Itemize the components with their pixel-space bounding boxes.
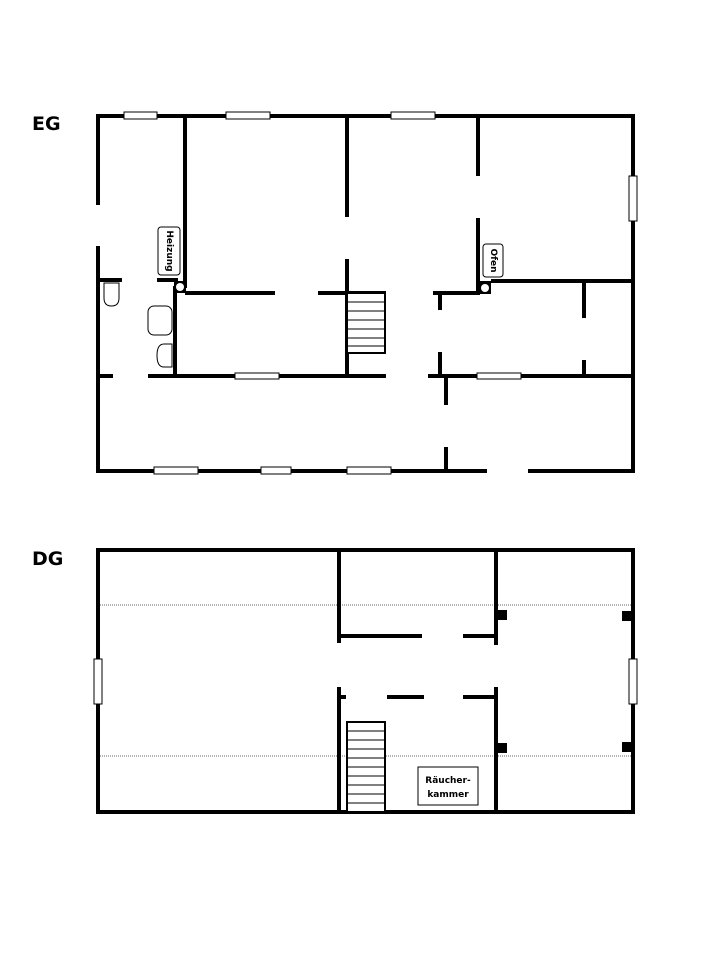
oven-label: Ofen xyxy=(488,248,498,272)
attic-floor-label: DG xyxy=(32,548,63,570)
sink-icon xyxy=(147,305,173,336)
smokehouse-label-line1: Räucher- xyxy=(425,776,471,786)
heating-label: Heizung xyxy=(164,230,174,271)
ground-floor-label: EG xyxy=(32,113,61,135)
smokehouse-label-box: Räucher- kammer xyxy=(417,766,479,806)
staircase xyxy=(346,292,386,354)
attic-floor-plan: Räucher- kammer xyxy=(93,548,638,814)
heating-label-box: Heizung xyxy=(157,226,181,276)
oven-label-box: Ofen xyxy=(482,243,504,278)
interior-walls xyxy=(337,550,498,812)
interior-walls xyxy=(98,116,633,471)
staircase xyxy=(346,721,386,813)
windows xyxy=(123,111,638,475)
toilet-icon xyxy=(103,282,120,307)
roof-posts xyxy=(497,610,632,753)
smokehouse-label-line2: kammer xyxy=(427,790,469,800)
basin-icon xyxy=(156,343,173,368)
ground-floor-plan: Heizung Ofen xyxy=(96,111,638,475)
oven-chimney xyxy=(478,281,491,294)
heating-chimney xyxy=(174,281,186,293)
